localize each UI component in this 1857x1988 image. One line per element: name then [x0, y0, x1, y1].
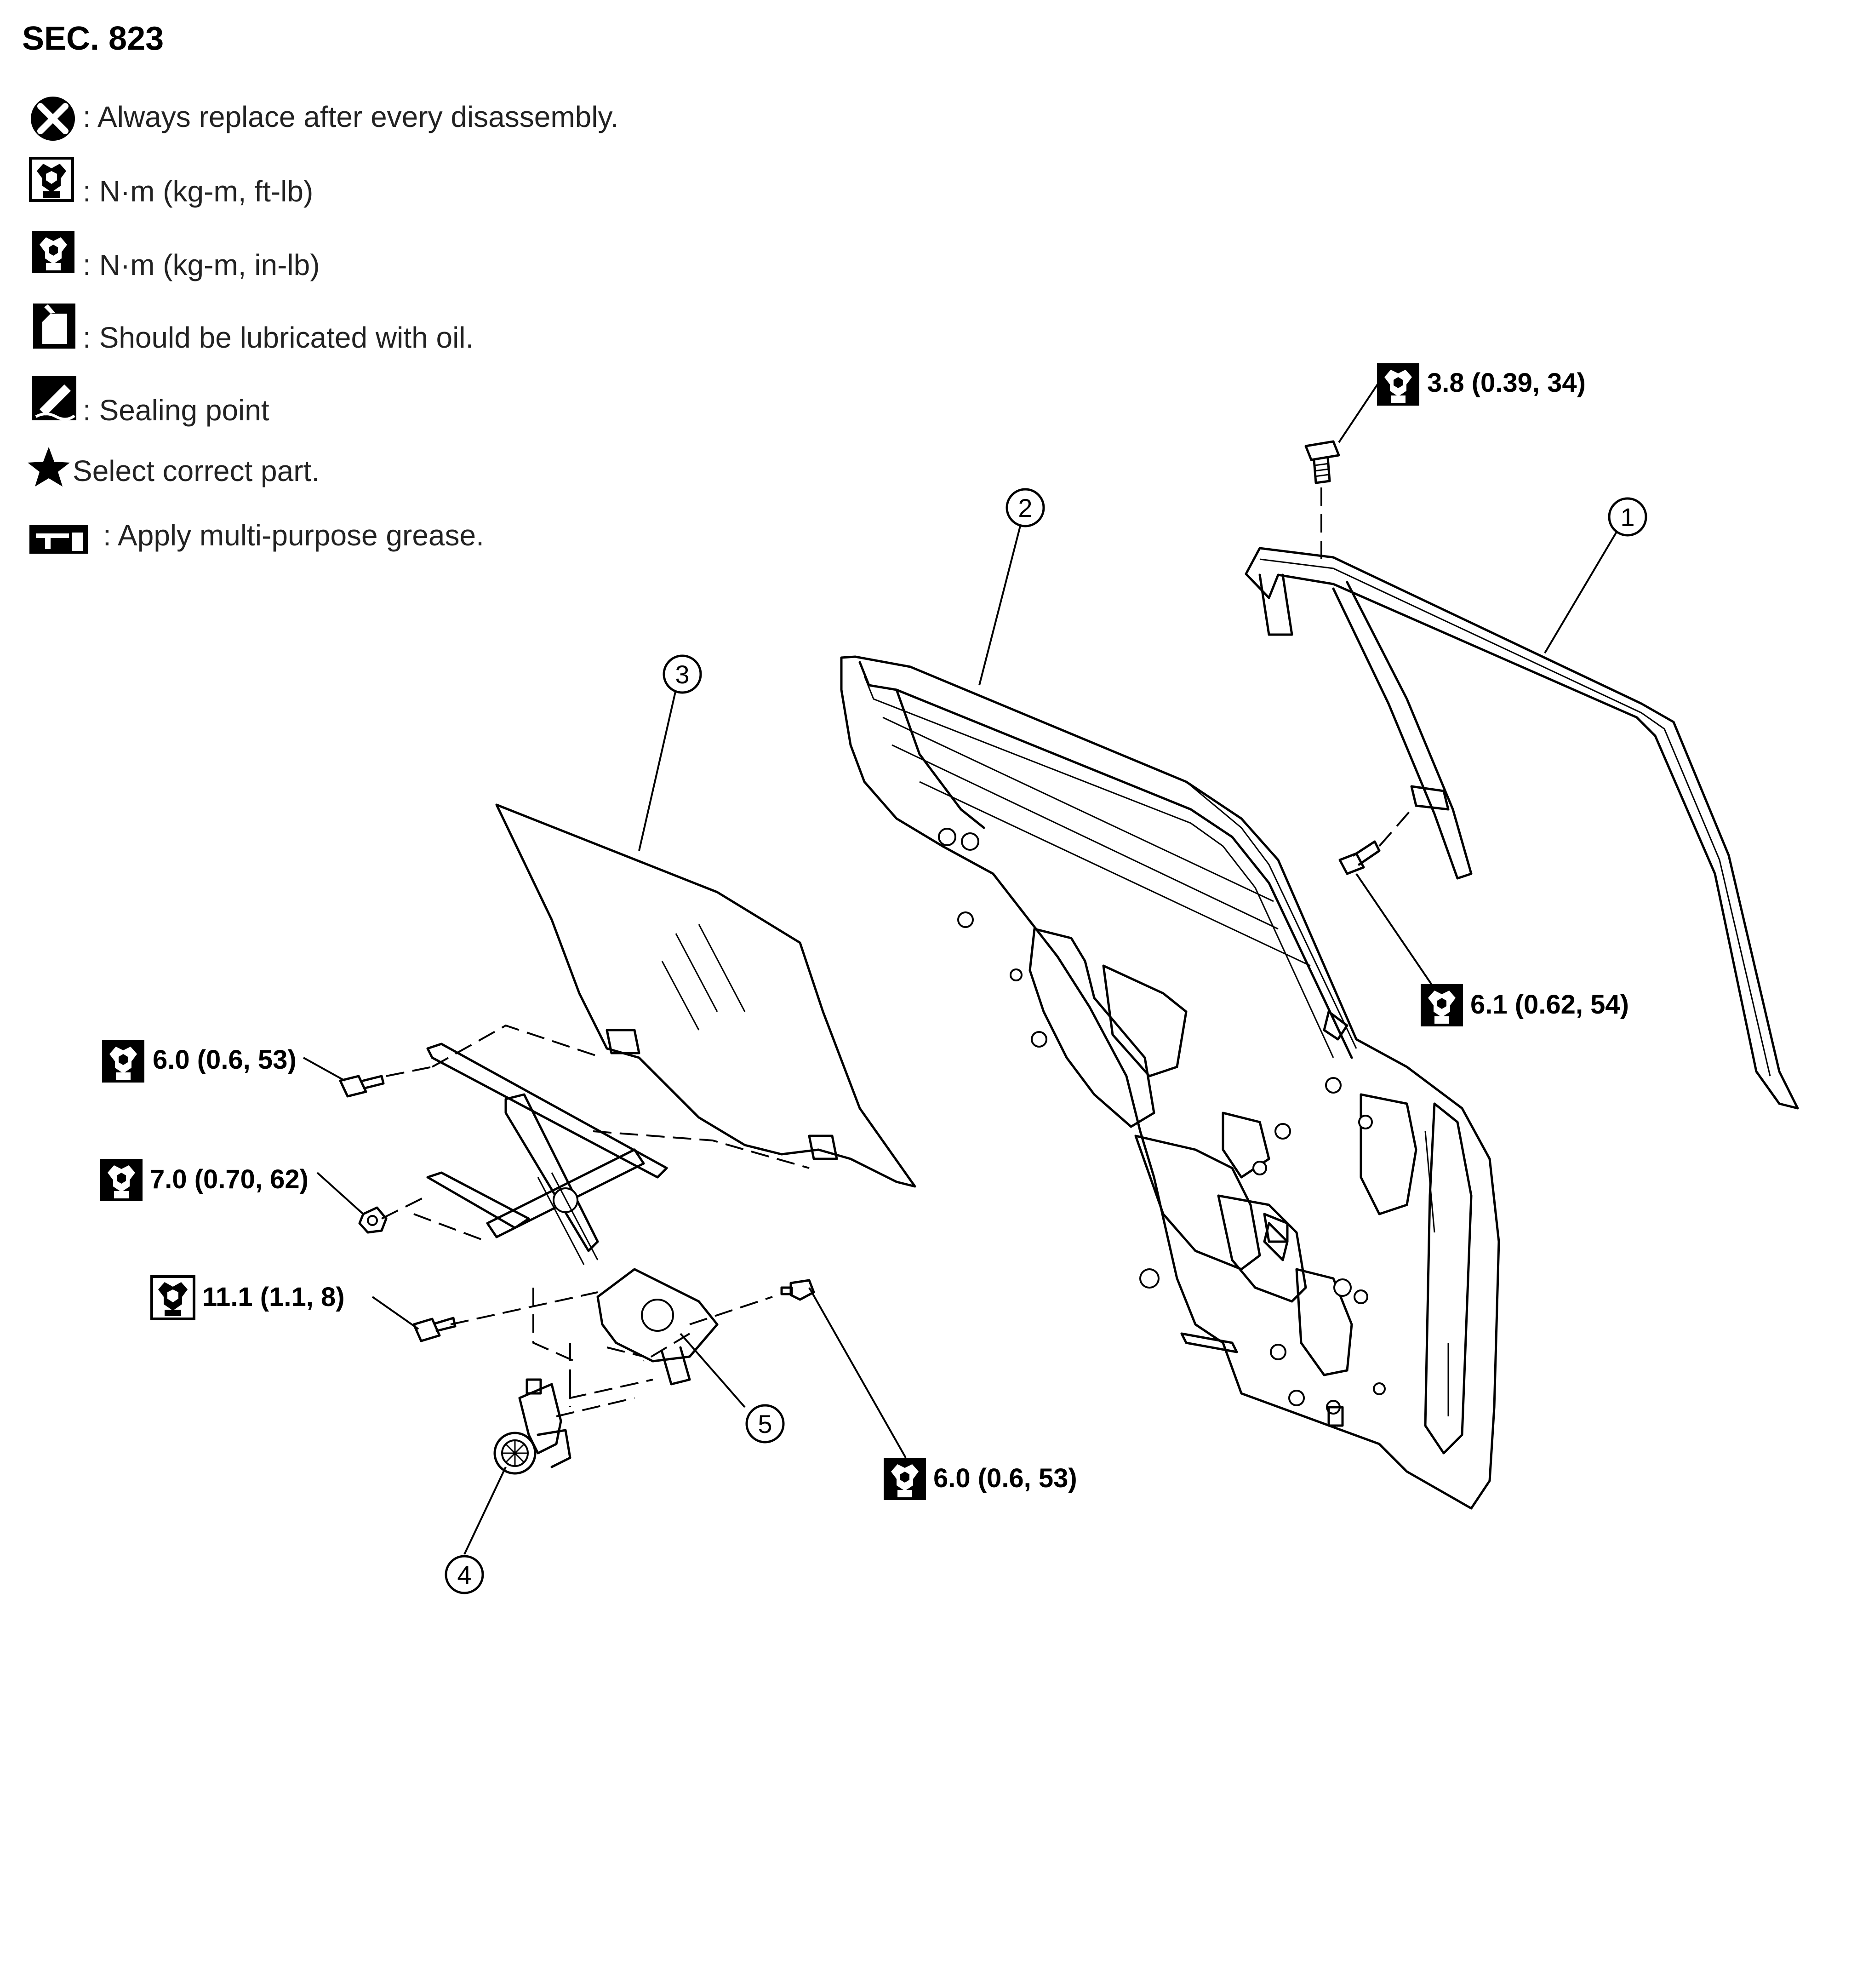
door-panel-part	[840, 655, 1500, 1510]
regulator-nut	[358, 1206, 388, 1234]
torque-label-t5: 11.1 (1.1, 8)	[152, 1277, 345, 1319]
window-sash-part	[1245, 547, 1799, 1110]
torque-label-t4: 7.0 (0.70, 62)	[100, 1159, 309, 1201]
legend-in-lb-text: : N·m (kg-m, in-lb)	[83, 248, 320, 281]
legend-ft-lb-text: : N·m (kg-m, ft-lb)	[83, 175, 313, 208]
legend-oil-text: : Should be lubricated with oil.	[83, 321, 474, 354]
svg-text:11.1 (1.1, 8): 11.1 (1.1, 8)	[202, 1282, 345, 1312]
torque-label-t3: 6.0 (0.6, 53)	[102, 1040, 297, 1083]
legend-replace-text: : Always replace after every disassembly…	[83, 100, 619, 133]
sash-top-bolt	[1304, 440, 1340, 561]
torque-label-t1: 3.8 (0.39, 34)	[1377, 363, 1586, 406]
torque-label-t2: 6.1 (0.62, 54)	[1421, 984, 1629, 1026]
star-icon	[28, 447, 70, 487]
section-title: SEC. 823	[22, 20, 164, 57]
replace-icon	[31, 97, 75, 141]
callout-3: 3	[663, 654, 702, 694]
torque-label-t6: 6.0 (0.6, 53)	[884, 1458, 1077, 1500]
callout-5: 5	[745, 1404, 785, 1444]
sash-mid-bolt	[1338, 808, 1412, 875]
wrench-in-lb-icon	[32, 231, 74, 273]
svg-text:6.0 (0.6, 53): 6.0 (0.6, 53)	[933, 1463, 1077, 1493]
svg-text:6.0 (0.6, 53): 6.0 (0.6, 53)	[153, 1045, 297, 1075]
assembly-dash-lines	[381, 1024, 810, 1417]
regulator-bolt-upper	[339, 1075, 385, 1098]
svg-text:3: 3	[675, 660, 689, 689]
window-regulator-part	[426, 1043, 719, 1386]
svg-text:1: 1	[1620, 503, 1634, 532]
grease-icon	[29, 525, 88, 554]
window-motor-part	[493, 1378, 571, 1475]
svg-text:4: 4	[457, 1560, 471, 1589]
oil-can-icon	[33, 304, 75, 349]
regulator-bolt-right	[780, 1279, 815, 1301]
svg-text:6.1 (0.62, 54): 6.1 (0.62, 54)	[1470, 990, 1629, 1020]
svg-text:3.8 (0.39, 34): 3.8 (0.39, 34)	[1427, 368, 1586, 398]
callout-4: 4	[445, 1555, 484, 1594]
svg-text:7.0 (0.70, 62): 7.0 (0.70, 62)	[150, 1164, 309, 1194]
svg-text:5: 5	[758, 1409, 772, 1438]
svg-text:2: 2	[1018, 493, 1032, 522]
callout-1: 1	[1608, 497, 1647, 537]
regulator-bolt-lower	[412, 1317, 457, 1342]
window-glass-part	[495, 803, 916, 1188]
legend-select-text: Select correct part.	[73, 454, 320, 487]
leader-lines	[303, 381, 1619, 1555]
sealing-point-icon	[32, 376, 76, 421]
callout-2: 2	[1006, 488, 1045, 527]
legend-sealing-text: : Sealing point	[83, 394, 269, 427]
wrench-ft-lb-icon	[30, 158, 73, 201]
legend-grease-text: : Apply multi-purpose grease.	[103, 519, 484, 552]
